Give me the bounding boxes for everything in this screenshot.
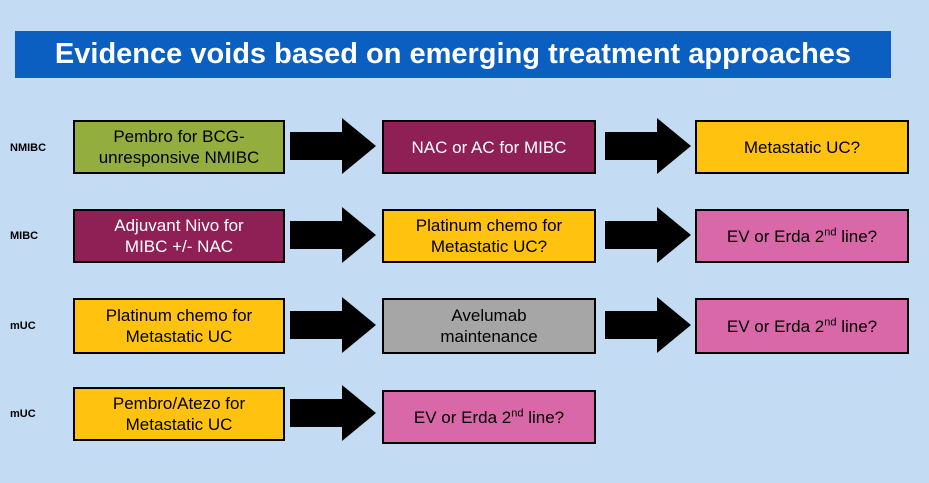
box-adjuvant-nivo: Adjuvant Nivo for MIBC +/- NAC: [73, 209, 285, 263]
page-title: Evidence voids based on emerging treatme…: [15, 31, 891, 78]
box-ev-erda-sup: nd: [511, 406, 524, 419]
box-nac-ac-mibc: NAC or AC for MIBC: [382, 120, 596, 174]
box-metastatic-uc-text: Metastatic UC?: [743, 137, 861, 157]
box-ev-erda-suffix: line?: [523, 407, 565, 427]
box-platinum-chemo: Platinum chemo for Metastatic UC: [73, 298, 285, 354]
box-platinum-chemo-q-text: Platinum chemo for Metastatic UC?: [415, 216, 563, 256]
box-ev-erda-sup: nd: [824, 225, 837, 238]
box-ev-erda-2nd-line: EV or Erda 2nd line?: [695, 209, 909, 263]
box-pembro-bcg-text: Pembro for BCG- unresponsive NMIBC: [98, 127, 260, 167]
box-ev-erda-text: EV or Erda 2: [726, 316, 825, 336]
arrow-right-icon: [290, 297, 376, 353]
box-ev-erda-2nd-line: EV or Erda 2nd line?: [382, 390, 596, 444]
row-label-mibc: MIBC: [10, 230, 39, 242]
box-pembro-atezo-text: Pembro/Atezo for Metastatic UC: [112, 394, 246, 434]
box-ev-erda-text: EV or Erda 2: [726, 226, 825, 246]
box-avelumab-maintenance-text: Avelumab maintenance: [440, 306, 538, 346]
arrow-right-icon: [290, 207, 376, 263]
row-label-nmibc: NMIBC: [10, 142, 47, 154]
arrow-right-icon: [605, 297, 691, 353]
box-metastatic-uc: Metastatic UC?: [695, 120, 909, 174]
box-ev-erda-suffix: line?: [836, 226, 878, 246]
arrow-right-icon: [290, 118, 376, 174]
box-ev-erda-sup: nd: [824, 315, 837, 328]
row-label-muc-1: mUC: [10, 320, 36, 332]
box-ev-erda-text: EV or Erda 2: [413, 407, 512, 427]
box-platinum-chemo-text: Platinum chemo for Metastatic UC: [105, 306, 253, 346]
box-nac-ac-mibc-text: NAC or AC for MIBC: [411, 137, 567, 157]
box-platinum-chemo-q: Platinum chemo for Metastatic UC?: [382, 209, 596, 263]
arrow-right-icon: [605, 207, 691, 263]
box-ev-erda-2nd-line: EV or Erda 2nd line?: [695, 298, 909, 354]
arrow-right-icon: [290, 385, 376, 441]
box-adjuvant-nivo-text: Adjuvant Nivo for MIBC +/- NAC: [114, 216, 244, 256]
box-ev-erda-suffix: line?: [836, 316, 878, 336]
arrow-right-icon: [605, 118, 691, 174]
box-avelumab-maintenance: Avelumab maintenance: [382, 298, 596, 354]
row-label-muc-2: mUC: [10, 408, 36, 420]
box-pembro-bcg: Pembro for BCG- unresponsive NMIBC: [73, 120, 285, 174]
box-pembro-atezo: Pembro/Atezo for Metastatic UC: [73, 387, 285, 441]
